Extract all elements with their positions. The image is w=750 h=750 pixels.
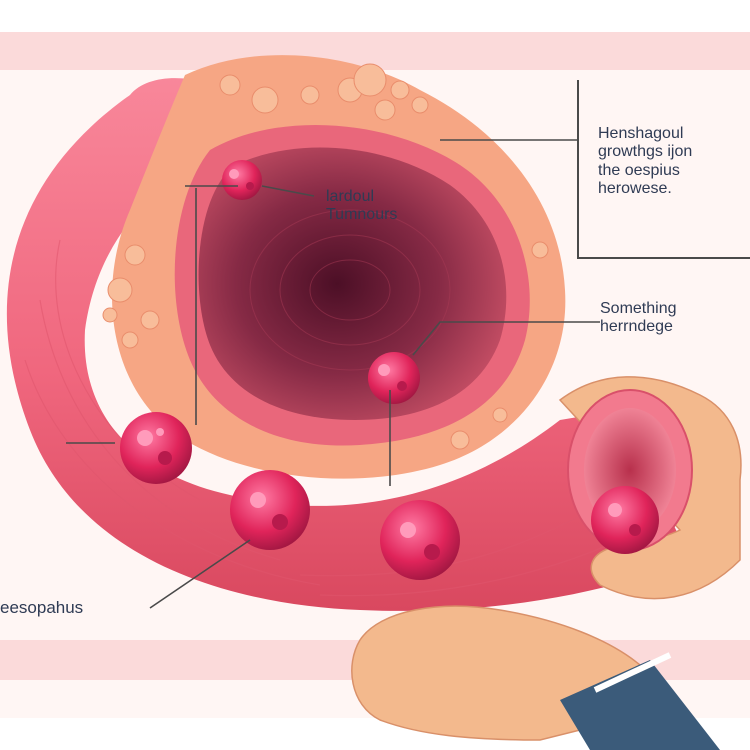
leader-lines	[66, 139, 600, 609]
shirt-cuff	[593, 652, 672, 693]
something-label: Something herrndege	[600, 300, 677, 336]
tumour-left	[120, 412, 192, 484]
tumour-lower-right	[380, 500, 460, 580]
tumour-top	[222, 160, 262, 200]
tumour-lower-left	[230, 470, 310, 550]
oesophagus-label: eesopahus	[0, 598, 84, 617]
callout-box-border	[577, 80, 750, 259]
sleeve	[560, 660, 720, 750]
lumen-rings	[249, 209, 451, 371]
tumour-center	[368, 352, 420, 404]
oesophagus-tube	[6, 78, 690, 611]
tumour-opening	[591, 486, 659, 554]
callout-box-text: Henshagoul growthgs ijon the oespius her…	[598, 125, 693, 198]
tumours-label: lardoul Tumnours	[326, 188, 398, 224]
tissue-cells	[102, 63, 549, 450]
lumen	[198, 147, 507, 420]
